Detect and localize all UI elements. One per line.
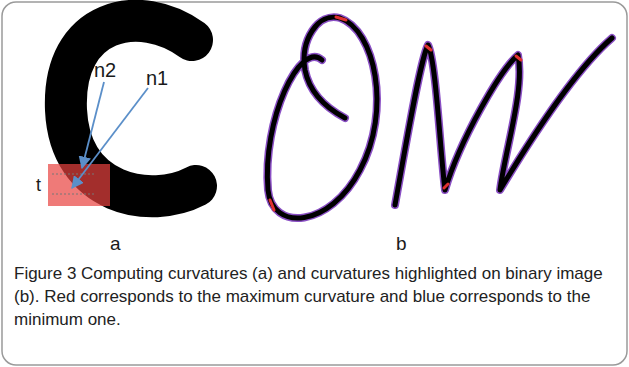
figure-caption: Figure 3 Computing curvatures (a) and cu… — [14, 262, 614, 331]
symbol-label: n1 — [146, 68, 168, 88]
dimension-line — [52, 194, 96, 195]
symbol-label: n2 — [94, 60, 116, 80]
letter-c-shape — [66, 21, 196, 196]
handwriting-om — [267, 17, 612, 218]
panel-letter: b — [396, 234, 407, 253]
panel-letter: a — [110, 234, 121, 253]
leader-arrow — [72, 88, 148, 188]
dimension-line — [52, 174, 96, 175]
symbol-label: t — [36, 176, 41, 194]
leader-arrow — [82, 82, 104, 168]
curvature-window — [48, 164, 110, 206]
